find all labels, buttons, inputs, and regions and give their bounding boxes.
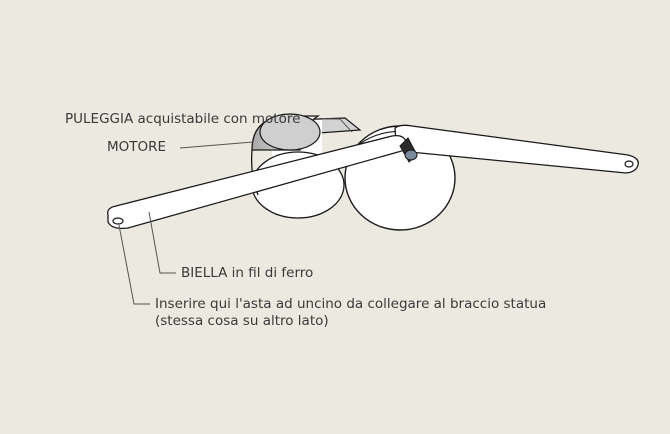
leader-biella [148, 211, 176, 274]
connecting-rod-label: BIELLA in fil di ferro [181, 265, 314, 281]
hook-rod-label-line1: Inserire qui l'asta ad uncino da collega… [155, 296, 547, 312]
crank-pin [399, 137, 418, 163]
leader-motor [179, 141, 254, 149]
right-rod-eye [624, 160, 634, 168]
left-rod-eye [112, 217, 124, 225]
leader-inserire [118, 224, 150, 305]
leader-pulley [322, 118, 353, 133]
motor-label: MOTORE [107, 139, 167, 155]
hook-rod-label: Inserire qui l'asta ad uncino da collega… [155, 296, 546, 330]
leader-lines [118, 118, 353, 305]
pulley-label: PULEGGIA acquistabile con motore [65, 111, 301, 127]
hook-rod-label-line2: (stessa cosa su altro lato) [155, 313, 329, 329]
